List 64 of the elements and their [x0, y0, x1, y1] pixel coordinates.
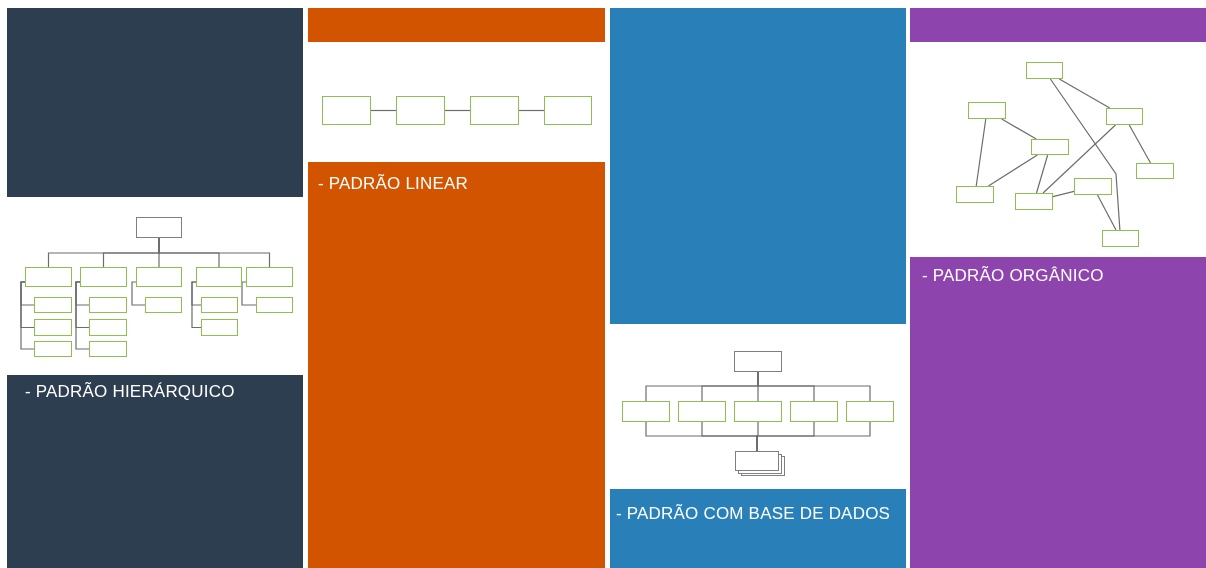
empty-box: [1026, 62, 1063, 79]
connector-line: [1001, 118, 1037, 140]
empty-box: [734, 351, 782, 372]
empty-box: [136, 217, 182, 238]
connector-line: [1042, 124, 1117, 194]
empty-box: [1074, 178, 1112, 195]
panel-heading: - PADRÃO COM BASE DE DADOS: [616, 504, 891, 524]
empty-box: [89, 341, 127, 357]
panel-heading: - PADRÃO LINEAR: [318, 174, 469, 194]
panel-heading: - PADRÃO HIERÁRQUICO: [25, 382, 235, 402]
empty-box: [246, 267, 293, 287]
empty-box: [196, 267, 242, 287]
empty-box: [201, 319, 238, 336]
connector-line: [444, 109, 471, 112]
empty-box: [734, 401, 782, 422]
connector-line: [1058, 78, 1111, 109]
empty-box: [544, 96, 592, 125]
empty-box: [622, 401, 670, 422]
empty-box: [1015, 193, 1053, 210]
connector-line: [158, 237, 271, 268]
connector-line: [20, 281, 35, 350]
empty-box: [968, 102, 1006, 119]
empty-box: [145, 297, 182, 313]
empty-box: [89, 297, 127, 313]
empty-box: [1031, 139, 1069, 155]
empty-box: [956, 186, 994, 203]
connector-line: [75, 281, 90, 350]
empty-box: [25, 267, 72, 287]
connector-line: [1035, 154, 1049, 194]
empty-box: [678, 401, 726, 422]
empty-box: [470, 96, 519, 125]
connector-line: [191, 281, 202, 329]
empty-box: [89, 319, 127, 336]
empty-box: [322, 96, 371, 125]
category-panel: [910, 8, 1206, 568]
connector-line: [975, 118, 987, 187]
empty-box: [846, 401, 894, 422]
empty-box: [1106, 108, 1143, 125]
empty-box: [80, 267, 127, 287]
empty-box: [34, 297, 72, 313]
connector-line: [370, 109, 397, 112]
empty-box: [790, 401, 838, 422]
empty-box: [1102, 230, 1139, 247]
connector-line: [241, 281, 257, 306]
empty-box: [34, 319, 72, 336]
category-panel: [610, 8, 906, 568]
empty-box: [201, 297, 238, 313]
connector-line: [757, 371, 871, 402]
category-panel: [7, 8, 303, 568]
connector-line: [1049, 78, 1121, 231]
panel-heading: - PADRÃO ORGÂNICO: [922, 266, 1104, 286]
empty-box: [396, 96, 445, 125]
connector-line: [1052, 190, 1075, 198]
connector-line: [518, 109, 545, 112]
empty-box: [256, 297, 293, 313]
empty-box: [136, 267, 182, 287]
empty-box: [1136, 163, 1174, 179]
connector-line: [987, 154, 1038, 187]
connector-line: [131, 281, 146, 306]
connector-line: [1096, 194, 1117, 231]
empty-box: [34, 341, 72, 357]
connector-line: [1128, 124, 1152, 164]
connector-line: [756, 421, 871, 452]
category-panel: [308, 8, 605, 568]
